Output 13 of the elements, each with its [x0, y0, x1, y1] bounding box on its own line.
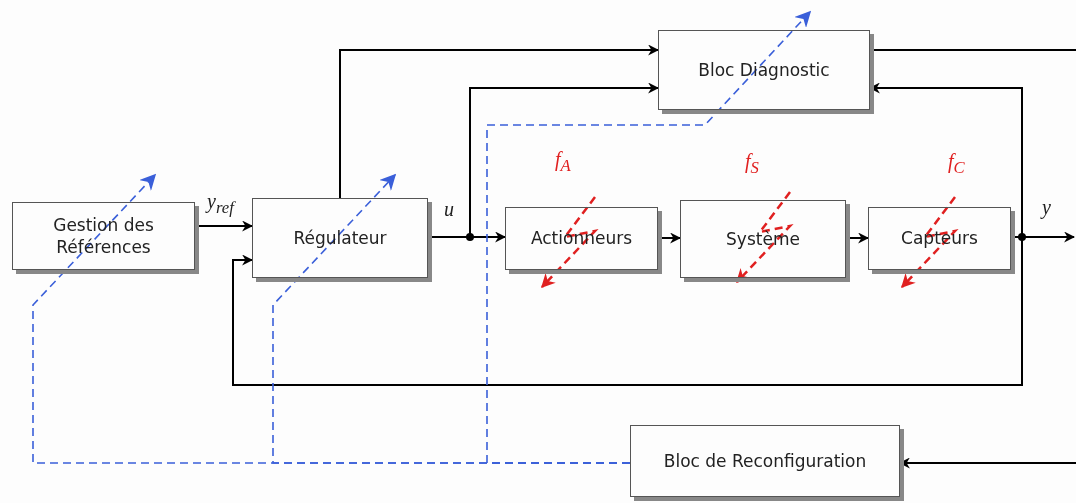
box-label: Bloc de Reconfiguration	[663, 449, 867, 473]
edge-label: y	[1042, 196, 1051, 219]
edge-label: u	[444, 198, 454, 221]
fault-label: f$_{S}$	[745, 150, 759, 178]
box-label: Système	[726, 227, 800, 251]
box-label: Bloc Diagnostic	[698, 58, 830, 82]
fault-label: f$_{C}$	[948, 150, 965, 178]
arrow	[339, 44, 660, 199]
fault-label: f$_{A}$	[555, 148, 571, 176]
edge-label: y$_{ref}$	[207, 190, 234, 218]
dashed-arrow	[486, 10, 812, 464]
box-label: Régulateur	[293, 226, 387, 250]
box-label: Gestion des Références	[52, 213, 155, 259]
